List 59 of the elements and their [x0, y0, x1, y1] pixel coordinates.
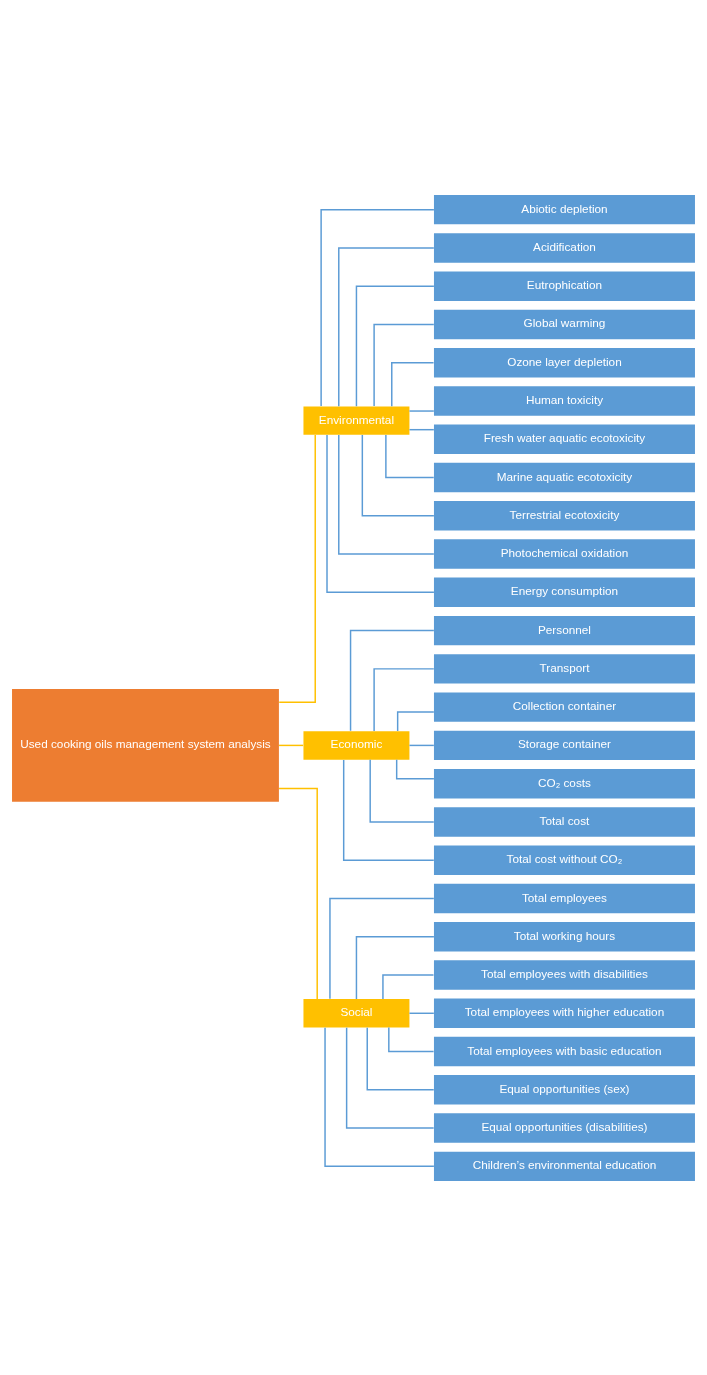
node-box: Abiotic depletion [433, 194, 695, 224]
node-box: Marine aquatic ecotoxicity [433, 462, 695, 492]
connector [338, 246, 435, 407]
node-box: Equal opportunities (disabilities) [433, 1112, 695, 1143]
node-box: Social [303, 998, 410, 1027]
connector [324, 1026, 435, 1167]
connector [349, 629, 435, 732]
node-box: Eutrophication [433, 270, 695, 301]
connector [408, 428, 435, 430]
connector [408, 1012, 435, 1014]
connector [385, 433, 435, 478]
connector [355, 284, 435, 407]
node-box: Children’s environmental education [433, 1151, 695, 1181]
connector [320, 208, 435, 407]
connector [278, 744, 304, 746]
connector [361, 433, 435, 517]
node-box: Used cooking oils management system analysis [12, 688, 279, 802]
node-box: Personnel [433, 615, 695, 645]
node-box: Total employees with higher education [433, 998, 695, 1028]
node-box: Storage container [433, 730, 695, 760]
node-box: Global warming [433, 309, 695, 339]
node-box: Terrestrial ecotoxicity [433, 500, 695, 530]
connector [408, 744, 435, 746]
node-box: Acidification [433, 232, 695, 263]
connector [388, 1026, 435, 1052]
connector [373, 667, 435, 732]
node-box: Environmental [303, 405, 410, 435]
connector [329, 897, 435, 999]
node-box: CO₂ costs [433, 768, 695, 798]
connector [278, 433, 316, 703]
node-box: Total employees [433, 883, 695, 913]
node-box: Photochemical oxidation [433, 538, 695, 569]
connector [382, 973, 435, 1000]
node-box: Total employees with disabilities [433, 959, 695, 990]
node-box: Ozone layer depletion [433, 347, 695, 377]
connector [355, 935, 435, 1000]
node-box: Energy consumption [433, 577, 695, 607]
connector [278, 787, 318, 1000]
connector [366, 1026, 435, 1091]
node-box: Equal opportunities (sex) [433, 1074, 695, 1105]
connector [395, 758, 435, 779]
node-box: Fresh water aquatic ecotoxicity [433, 424, 695, 454]
connector [373, 323, 435, 407]
connector [338, 433, 435, 555]
connector [326, 433, 435, 593]
connector [391, 361, 435, 407]
node-box: Human toxicity [433, 385, 695, 416]
connector [342, 758, 435, 861]
node-box: Total cost [433, 806, 695, 837]
connector [369, 758, 435, 823]
connector [396, 710, 435, 732]
node-box: Economic [303, 730, 410, 760]
node-box: Total employees with basic education [433, 1036, 695, 1066]
node-box: Total working hours [433, 921, 695, 951]
node-box: Collection container [433, 691, 695, 722]
connector [345, 1026, 435, 1129]
node-box: Total cost without CO₂ [433, 845, 695, 875]
connector [408, 409, 435, 412]
node-box: Transport [433, 653, 695, 684]
